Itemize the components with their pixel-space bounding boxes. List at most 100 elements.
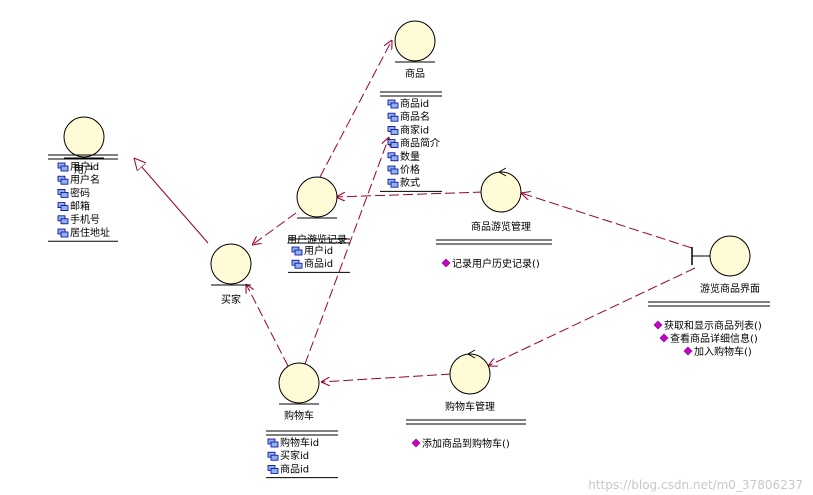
attribute-label: 商家id	[400, 123, 429, 136]
attribute-row[interactable]: 买家id	[267, 449, 309, 462]
attribute-icon	[291, 259, 303, 269]
attribute-label: 用户名	[70, 173, 100, 186]
attribute-label: 价格	[400, 163, 420, 176]
dependency-browse-manager-to-record[interactable]	[336, 191, 484, 197]
attribute-row[interactable]: 价格	[387, 163, 420, 176]
attribute-label: 密码	[70, 186, 90, 199]
operation-row[interactable]: 记录用户历史记录()	[441, 257, 540, 270]
attribute-row[interactable]: 用户id	[57, 160, 99, 173]
control-icon	[480, 167, 522, 213]
attribute-icon	[267, 438, 279, 448]
attribute-icon	[387, 99, 399, 109]
operation-icon	[653, 320, 663, 330]
attribute-row[interactable]: 用户id	[291, 244, 333, 257]
attribute-icon	[291, 246, 303, 256]
attribute-row[interactable]: 手机号	[57, 213, 100, 226]
attribute-icon	[57, 175, 69, 185]
entity-icon	[210, 243, 252, 286]
entity-icon	[278, 362, 320, 405]
attribute-label: 居住地址	[70, 226, 110, 239]
control-icon	[449, 349, 491, 395]
dependency-ui-to-browse-manager[interactable]	[521, 193, 693, 249]
attribute-icon	[57, 228, 69, 238]
operation-label: 添加商品到购物车()	[422, 437, 510, 450]
attribute-label: 商品简介	[400, 137, 440, 150]
class-buyer[interactable]: 买家	[210, 243, 252, 306]
attribute-row[interactable]: 密码	[57, 186, 90, 199]
dependency-record-to-product[interactable]	[319, 40, 392, 178]
operation-label: 查看商品详细信息()	[670, 332, 758, 345]
attribute-label: 商品id	[280, 462, 309, 475]
operation-row[interactable]: 添加商品到购物车()	[411, 437, 510, 450]
attribute-icon	[267, 451, 279, 461]
attribute-label: 邮箱	[70, 200, 90, 213]
class-name: 购物车	[284, 409, 314, 422]
class-name: 商品	[405, 67, 425, 80]
attribute-label: 用户id	[304, 244, 333, 257]
operation-icon	[441, 258, 451, 268]
attribute-row[interactable]: 数量	[387, 150, 420, 163]
attribute-row[interactable]: 商品id	[387, 97, 429, 110]
entity-icon	[394, 20, 436, 63]
class-name: 用户	[74, 163, 94, 176]
attribute-row[interactable]: 购物车id	[267, 436, 319, 449]
entity-icon	[63, 116, 105, 159]
attribute-icon	[387, 152, 399, 162]
class-name: 买家	[221, 293, 241, 306]
attribute-row[interactable]: 商品名	[387, 110, 430, 123]
dependency-ui-to-cart-manager[interactable]	[488, 267, 696, 366]
attribute-row[interactable]: 邮箱	[57, 200, 90, 213]
attribute-icon	[57, 188, 69, 198]
attribute-label: 用户id	[70, 160, 99, 173]
attribute-label: 购物车id	[280, 436, 319, 449]
attribute-icon	[387, 112, 399, 122]
attribute-icon	[267, 464, 279, 474]
attribute-icon	[387, 126, 399, 135]
attribute-icon	[57, 162, 69, 172]
attribute-icon	[387, 139, 399, 149]
operation-row[interactable]: 加入购物车()	[683, 345, 752, 358]
attribute-label: 商品id	[304, 257, 333, 270]
operation-label: 记录用户历史记录()	[452, 257, 540, 270]
operation-label: 加入购物车()	[694, 345, 752, 358]
attribute-row[interactable]: 商品id	[267, 462, 309, 475]
attribute-row[interactable]: 居住地址	[57, 226, 110, 239]
operation-row[interactable]: 获取和显示商品列表()	[653, 319, 762, 332]
dependency-cart-to-product[interactable]	[304, 137, 389, 365]
entity-icon	[296, 176, 338, 219]
dependency-record-to-buyer[interactable]	[252, 212, 297, 245]
dependency-cart-manager-to-cart[interactable]	[321, 373, 452, 382]
attribute-icon	[57, 202, 69, 212]
attribute-label: 商品id	[400, 97, 429, 110]
attribute-row[interactable]: 商品id	[291, 257, 333, 270]
operation-icon	[411, 438, 421, 448]
attribute-label: 商品名	[400, 110, 430, 123]
generalization-buyer-to-user[interactable]	[134, 158, 209, 244]
dependency-cart-to-buyer[interactable]	[246, 284, 289, 367]
relationship-lines	[134, 40, 696, 382]
attribute-icon	[387, 165, 399, 175]
boundary-icon	[691, 235, 751, 277]
attribute-row[interactable]: 用户名	[57, 173, 100, 186]
attribute-label: 数量	[400, 150, 420, 163]
attribute-icon	[387, 178, 399, 188]
watermark: https://blog.csdn.net/m0_37806237	[588, 478, 803, 492]
attribute-row[interactable]: 商品简介	[387, 137, 440, 150]
attribute-icon	[57, 215, 69, 225]
attribute-row[interactable]: 款式	[387, 176, 420, 189]
operation-icon	[683, 346, 693, 356]
attribute-label: 款式	[400, 176, 420, 189]
operation-row[interactable]: 查看商品详细信息()	[659, 332, 758, 345]
attribute-row[interactable]: 商家id	[387, 123, 429, 136]
class-name: 购物车管理	[445, 400, 495, 413]
class-name: 游览商品界面	[700, 282, 760, 295]
operation-icon	[659, 333, 669, 343]
